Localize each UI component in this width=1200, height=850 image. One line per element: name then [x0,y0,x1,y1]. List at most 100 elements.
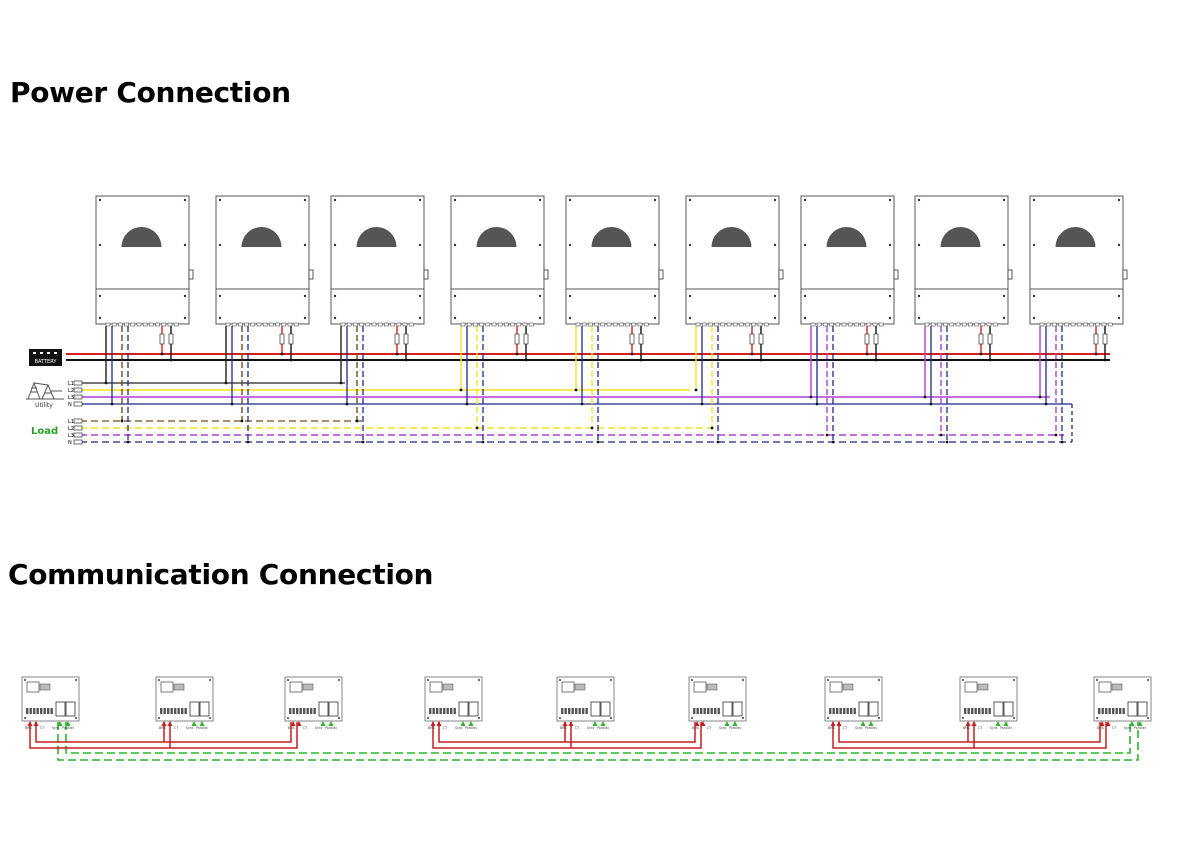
screw [1002,316,1006,320]
board-pin [561,708,564,714]
rj45-port [199,701,210,717]
inverter-display [241,227,282,247]
junction-dot [929,402,933,406]
bottom-terminal [1089,322,1094,327]
bottom-terminal [173,322,179,327]
bottom-terminal [1076,322,1082,327]
board-screw [427,717,429,719]
board-pin [26,708,29,714]
bottom-terminal [581,322,587,327]
screw [218,198,222,202]
board-pin [443,708,446,714]
port-label: BMS [828,726,835,730]
port-label: Sync [1124,726,1132,730]
screw [453,316,457,320]
bottom-terminal [1045,322,1051,327]
board-pin [850,708,853,714]
junction-dot [1054,433,1058,437]
screw [888,243,892,247]
board-pin [167,708,170,714]
bottom-terminal [625,322,630,327]
screw [917,198,921,202]
board-pin [853,708,856,714]
utility-icon: Utility [26,381,64,409]
red-arrow-icon [965,721,971,726]
port-label: Sync [855,726,863,730]
screw [773,198,777,202]
bottom-terminal [287,322,293,327]
screw [218,316,222,320]
board-module [39,683,51,691]
red-parallel-link-outer [832,722,1107,749]
screw [418,198,422,202]
board-pin [700,708,703,714]
bottom-terminal [878,322,884,327]
battery-fuse [523,333,529,345]
bottom-terminal [1101,322,1107,327]
screw [803,198,807,202]
terminal-block [73,401,83,407]
junction-dot [580,402,584,406]
inverter-body [565,195,660,325]
inverter-body [450,195,545,325]
junction-dot [160,352,164,356]
board-pin [717,708,720,714]
board-screw [338,717,340,719]
bottom-terminal [1070,322,1076,327]
screw [888,198,892,202]
inverter-body [215,195,310,325]
bottom-terminal [726,322,732,327]
junction-dot [979,352,983,356]
screw [98,294,102,298]
board-screw [478,717,480,719]
board-pin [839,708,842,714]
load-line-label: N [68,440,72,446]
red-arrow-icon [694,721,700,726]
bottom-terminal [269,322,274,327]
inverter-display [121,226,162,247]
junction-dot [289,358,293,362]
board-screw [1013,717,1015,719]
bottom-terminal [943,322,948,327]
junction-dot [224,381,228,385]
bottom-terminal [955,322,961,327]
screw [803,294,807,298]
port-label: CT [707,726,711,730]
board-module [842,683,854,691]
board-module [173,683,185,691]
bottom-terminal [408,322,414,327]
inverter-body [330,195,425,325]
bottom-terminal [293,322,299,327]
screw [303,294,307,298]
inverter-body [800,195,895,325]
board-pin [453,708,456,714]
battery-fuse [514,333,520,345]
junction-dot [230,402,234,406]
bottom-terminal [149,322,154,327]
bottom-terminal [643,322,649,327]
board-pin [703,708,706,714]
bottom-terminal [937,322,942,327]
board-screw [742,717,744,719]
load-line-label: L1 [68,419,74,425]
green-arrow-icon [320,721,326,726]
green-arrow-icon [1137,721,1143,726]
bottom-terminal [924,322,930,327]
junction-dot [809,395,813,399]
bottom-terminal [810,322,816,327]
junction-dot [1094,352,1098,356]
utility-line-label: L3 [68,395,74,401]
port-label: CT [1112,726,1116,730]
bottom-terminal [637,322,643,327]
bottom-terminal [105,322,111,327]
terminal-block [73,432,83,438]
red-arrow-icon [167,721,173,726]
inverter-5 [565,195,664,327]
junction-dot [361,440,365,444]
screw [688,198,692,202]
junction-dot [825,433,829,437]
port-label: BMS [1097,726,1104,730]
